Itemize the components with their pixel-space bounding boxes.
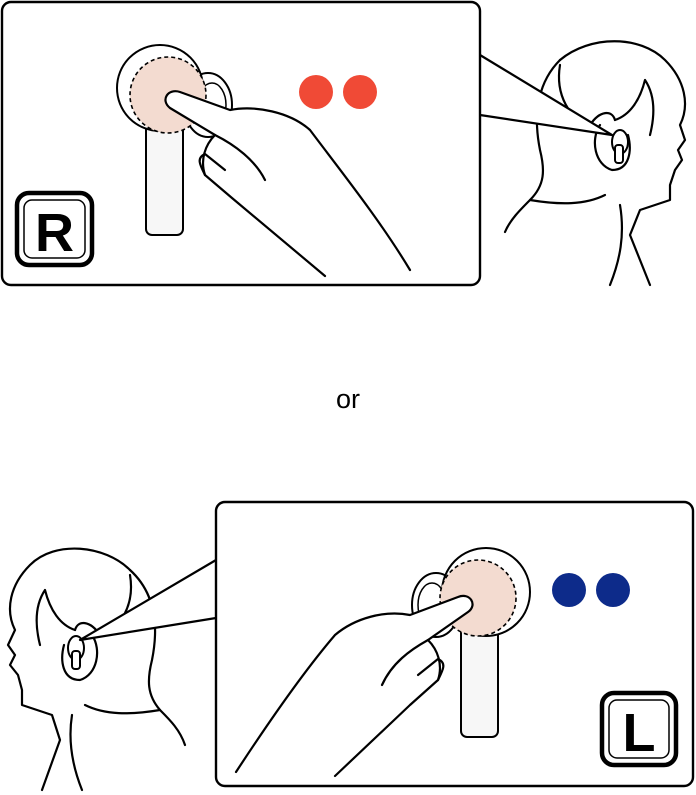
earbud-on-ear-right bbox=[611, 129, 629, 164]
left-usage-illustration: L bbox=[6, 500, 695, 792]
callout-line-left bbox=[78, 559, 217, 642]
tapping-hand-left bbox=[234, 594, 474, 778]
right-side-badge: R bbox=[14, 190, 95, 268]
indicator-dot bbox=[299, 75, 333, 109]
right-usage-illustration: R bbox=[0, 0, 687, 287]
left-side-badge: L bbox=[599, 690, 679, 768]
head-profile-left bbox=[6, 547, 187, 792]
tapping-hand-right bbox=[164, 90, 412, 278]
right-indicator-dots bbox=[299, 75, 377, 109]
head-profile-right bbox=[503, 40, 687, 287]
indicator-dot bbox=[343, 75, 377, 109]
callout-line-right bbox=[479, 54, 614, 137]
right-side-letter: R bbox=[35, 203, 74, 263]
indicator-dot bbox=[552, 573, 586, 607]
separator-text: or bbox=[335, 384, 360, 414]
indicator-dot bbox=[596, 573, 630, 607]
earbud-on-ear-left bbox=[67, 635, 85, 670]
left-side-letter: L bbox=[623, 703, 656, 763]
left-indicator-dots bbox=[552, 573, 630, 607]
